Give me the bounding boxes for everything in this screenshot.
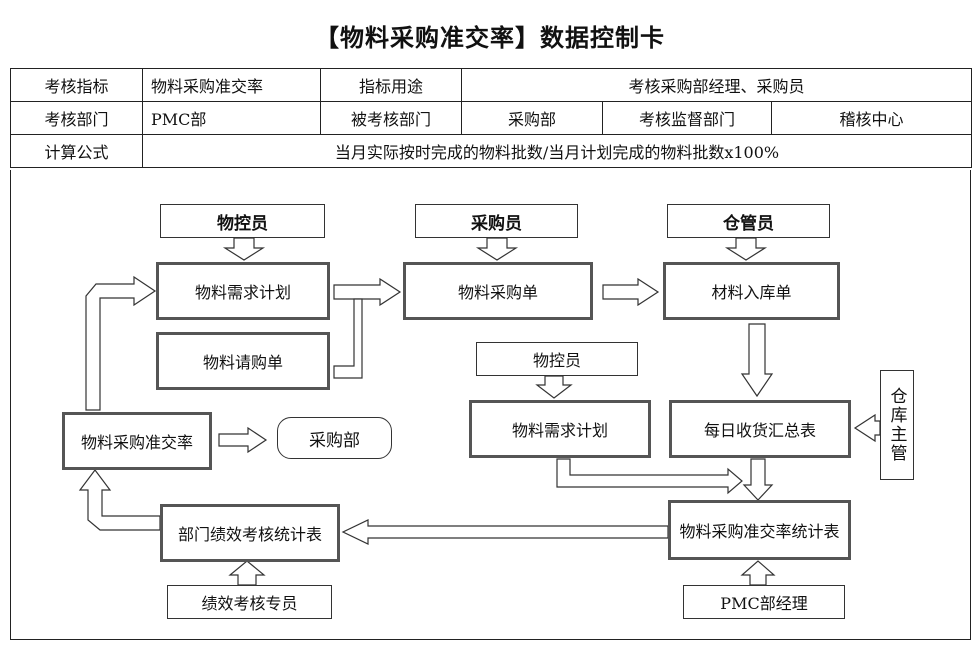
value-indicator: 物料采购准交率 xyxy=(142,68,321,102)
value-formula: 当月实际按时完成的物料批数/当月计划完成的物料批数x100% xyxy=(141,134,973,168)
pmc-manager-box: PMC部经理 xyxy=(683,585,845,619)
purchasing-dept-box: 采购部 xyxy=(277,417,392,459)
arrow-down xyxy=(475,237,519,261)
label-dept: 考核部门 xyxy=(10,101,143,135)
table-row: 考核指标 物料采购准交率 指标用途 考核采购部经理、采购员 xyxy=(10,68,973,102)
label-indicator: 考核指标 xyxy=(10,68,143,102)
daily-summary-box: 每日收货汇总表 xyxy=(669,400,851,458)
arrow-down xyxy=(222,237,266,261)
arrow-elbow xyxy=(556,458,743,495)
warehouse-keeper-header: 仓管员 xyxy=(667,204,830,238)
flow-frame xyxy=(10,170,971,640)
on-time-rate-box: 物料采购准交率 xyxy=(62,412,212,470)
arrow-down xyxy=(535,375,573,399)
receipt-box: 材料入库单 xyxy=(663,262,840,320)
arrow-right xyxy=(602,277,660,307)
demand-plan-2-box: 物料需求计划 xyxy=(469,400,651,458)
arrow-up xyxy=(228,560,266,586)
buyer-header: 采购员 xyxy=(415,204,578,238)
arrow-right xyxy=(218,426,268,454)
label-supervision-dept: 考核监督部门 xyxy=(602,101,772,135)
arrow-left xyxy=(853,413,881,443)
arrow-down xyxy=(740,323,774,398)
rate-stats-box: 物料采购准交率统计表 xyxy=(668,500,851,560)
page-title: 【物料采购准交率】数据控制卡 xyxy=(315,24,665,52)
label-purpose: 指标用途 xyxy=(320,68,462,102)
requisition-box: 物料请购单 xyxy=(156,332,330,390)
table-row: 考核部门 PMC部 被考核部门 采购部 考核监督部门 稽核中心 xyxy=(10,101,973,135)
value-supervision-dept: 稽核中心 xyxy=(770,101,973,135)
arrow-loop xyxy=(78,469,161,531)
label-assessed-dept: 被考核部门 xyxy=(320,101,462,135)
arrow-down xyxy=(724,237,768,261)
controller-header: 物控员 xyxy=(160,204,325,238)
warehouse-supervisor-box: 仓库主管 xyxy=(880,370,914,480)
dept-stats-box: 部门绩效考核统计表 xyxy=(160,504,340,562)
arrow-loop xyxy=(85,275,157,411)
kpi-specialist-box: 绩效考核专员 xyxy=(167,585,332,619)
arrow-up xyxy=(740,560,776,586)
info-table: 考核指标 物料采购准交率 指标用途 考核采购部经理、采购员 考核部门 PMC部 … xyxy=(10,68,973,168)
arrow-right xyxy=(333,277,402,307)
table-row: 计算公式 当月实际按时完成的物料批数/当月计划完成的物料批数x100% xyxy=(10,134,973,168)
arrow-down xyxy=(742,458,774,501)
arrow-left xyxy=(341,519,669,545)
demand-plan-box: 物料需求计划 xyxy=(156,262,330,320)
purchase-order-box: 物料采购单 xyxy=(403,262,593,320)
label-formula: 计算公式 xyxy=(10,134,143,168)
value-dept: PMC部 xyxy=(142,101,321,135)
arrow-connector xyxy=(333,298,363,379)
controller-mid-box: 物控员 xyxy=(476,342,638,376)
